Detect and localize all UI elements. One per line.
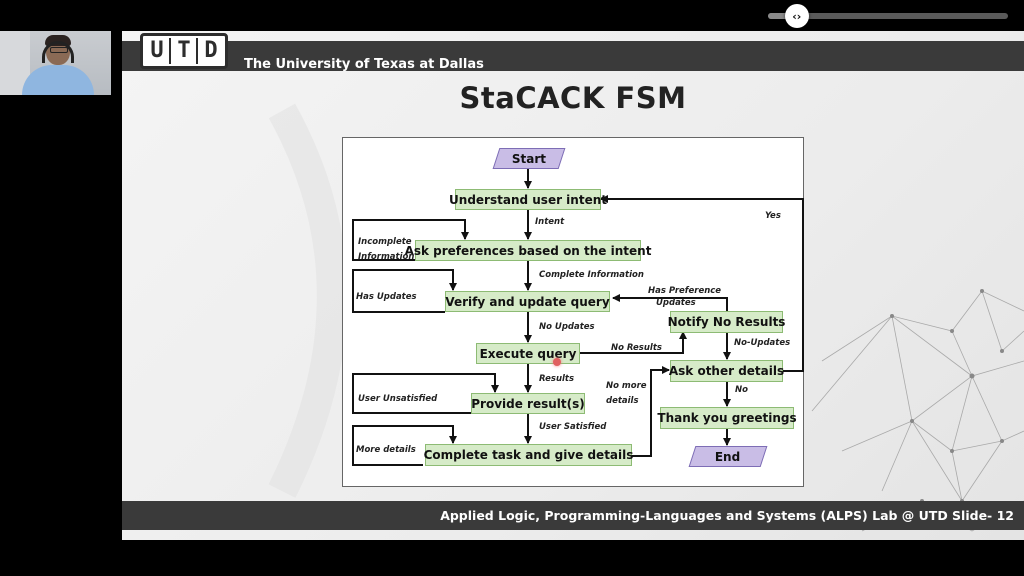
node-notify-no-results: Notify No Results	[668, 311, 785, 333]
slide-footer-text: Applied Logic, Programming-Languages and…	[440, 508, 1014, 523]
university-name: The University of Texas at Dallas	[244, 57, 484, 72]
edge-label-information: Information	[358, 252, 415, 262]
edge-label-has-preference: Has Preference	[648, 286, 722, 296]
edge-label-details: details	[606, 396, 639, 406]
edge-label-user-satisfied: User Satisfied	[539, 422, 607, 432]
utd-logo: U T D	[140, 33, 228, 69]
letterbox-bottom	[0, 540, 1024, 576]
slide-footer-bar: Applied Logic, Programming-Languages and…	[122, 501, 1024, 530]
node-ask-preferences: Ask preferences based on the intent	[405, 240, 651, 261]
seek-handle-icon[interactable]: ‹›	[784, 4, 809, 28]
node-ask-other-details: Ask other details	[669, 360, 784, 382]
presenter-webcam	[0, 31, 111, 95]
presentation-slide: The University of Texas at Dallas U T D …	[122, 31, 1024, 540]
edge-label-complete-info: Complete Information	[539, 270, 644, 280]
edge-label-no-updates-dash: No-Updates	[734, 338, 791, 348]
edge-label-has-updates: Has Updates	[356, 292, 417, 302]
diagram-connectors	[352, 169, 804, 466]
edge-label-updates: Updates	[656, 298, 696, 308]
logo-letter: D	[204, 38, 218, 63]
edge-label-yes: Yes	[765, 211, 781, 221]
video-progress-bar[interactable]: ‹›	[768, 4, 1008, 28]
node-provide-results: Provide result(s)	[471, 393, 585, 414]
node-verify-update: Verify and update query	[445, 291, 610, 312]
node-understand-intent: Understand user intent	[449, 189, 607, 210]
slide-title: StaCACK FSM	[459, 81, 687, 115]
logo-letter: T	[177, 38, 198, 64]
edge-label-incomplete: Incomplete	[358, 237, 412, 247]
node-execute-query: Execute query	[476, 343, 580, 364]
node-complete-task: Complete task and give details	[424, 444, 633, 466]
slide-header-bar: The University of Texas at Dallas	[122, 41, 1024, 72]
pointer-highlight	[553, 358, 561, 366]
edge-label-intent: Intent	[535, 217, 565, 227]
end-terminal: End	[688, 446, 768, 467]
edge-label-user-unsatisfied: User Unsatisfied	[358, 394, 438, 404]
logo-letter: U	[150, 38, 171, 64]
edge-label-results: Results	[539, 374, 575, 384]
edge-label-no-updates: No Updates	[539, 322, 595, 332]
edge-label-no: No	[735, 385, 748, 395]
edge-label-more-details: More details	[356, 445, 416, 455]
video-progress-fill	[768, 13, 797, 19]
edge-label-no-more: No more	[606, 381, 647, 391]
node-thank-you: Thank you greetings	[657, 407, 797, 429]
edge-label-no-results: No Results	[611, 343, 662, 353]
fsm-diagram: Start Understand user intent Ask prefere…	[342, 137, 804, 487]
start-terminal: Start	[492, 148, 566, 169]
